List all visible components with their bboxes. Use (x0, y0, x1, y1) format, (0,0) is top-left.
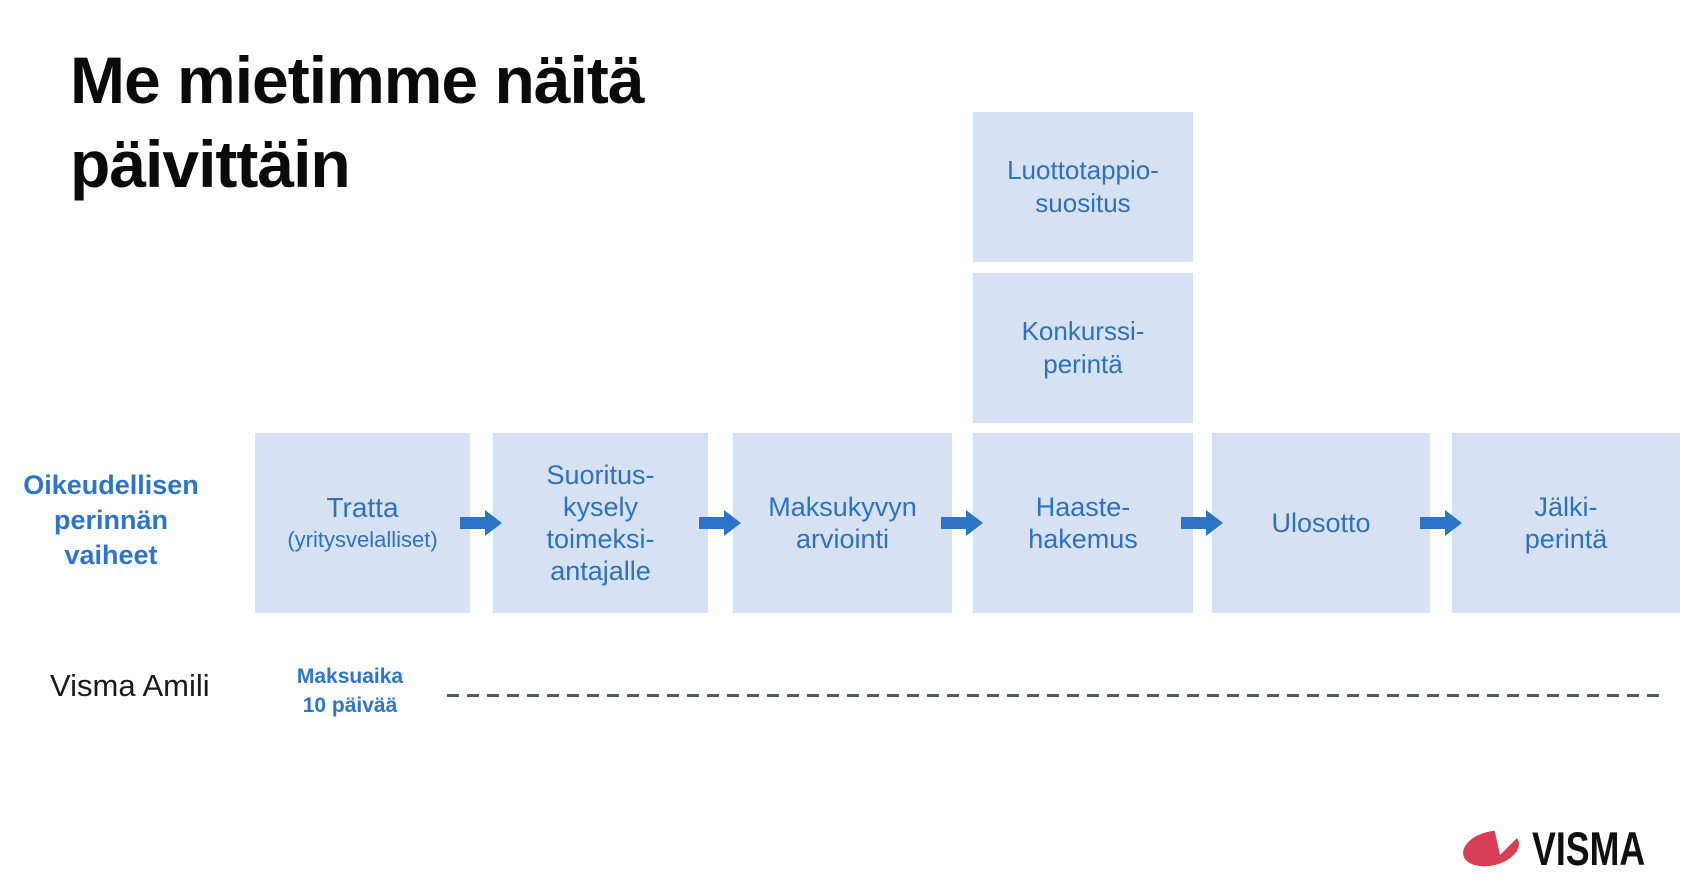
payment-term-line2: 10 päivää (302, 694, 398, 717)
visma-logo: VISMA (1462, 822, 1681, 875)
side-label: Oikeudellisen perinnän vaiheet (23, 470, 199, 570)
payment-term-note: Maksuaika 10 päivää (285, 662, 415, 720)
arrow-right-icon (1181, 510, 1223, 536)
payment-term-line1: Maksuaika (296, 665, 404, 688)
flow-box-label: Konkurssi- perintä (1021, 316, 1145, 379)
footer-brand-label: Visma Amili (50, 668, 210, 703)
flow-box-luottotappiosuositus: Luottotappio- suositus (973, 112, 1193, 262)
stage-label: Ulosotto (1271, 508, 1371, 538)
stage-label: Suoritus- kysely toimeksi- antajalle (546, 460, 655, 586)
flow-box-label: Luottotappio- suositus (1007, 155, 1159, 218)
flow-box-konkurssiperinta: Konkurssi- perintä (973, 273, 1193, 423)
arrow-right-icon (460, 510, 502, 536)
stage-box-haastehakemus: Haaste- hakemus (973, 433, 1193, 613)
visma-logo-text: VISMA (1532, 822, 1646, 875)
arrow-right-icon (699, 510, 741, 536)
stage-label: Tratta (326, 492, 399, 523)
stage-box-suorituskysely: Suoritus- kysely toimeksi- antajalle (493, 433, 708, 613)
page-title: Me mietimme näitä päivittäin (70, 43, 645, 201)
stage-box-maksukyvyn-arviointi: Maksukyvyn arviointi (733, 433, 952, 613)
arrow-right-icon (1420, 510, 1462, 536)
arrow-right-icon (941, 510, 983, 536)
stage-box-ulosotto: Ulosotto (1212, 433, 1430, 613)
timeline-dashed-line (447, 694, 1660, 697)
stage-label: Haaste- hakemus (1028, 492, 1138, 554)
stage-sublabel: (yritysvelalliset) (287, 527, 438, 552)
visma-swoosh-icon (1463, 829, 1524, 867)
stage-box-jalkiperinta: Jälki- perintä (1452, 433, 1680, 613)
stage-label: Maksukyvyn arviointi (768, 492, 917, 554)
stage-label: Jälki- perintä (1524, 492, 1608, 554)
stage-box-tratta: Tratta (yritysvelalliset) (255, 433, 470, 613)
